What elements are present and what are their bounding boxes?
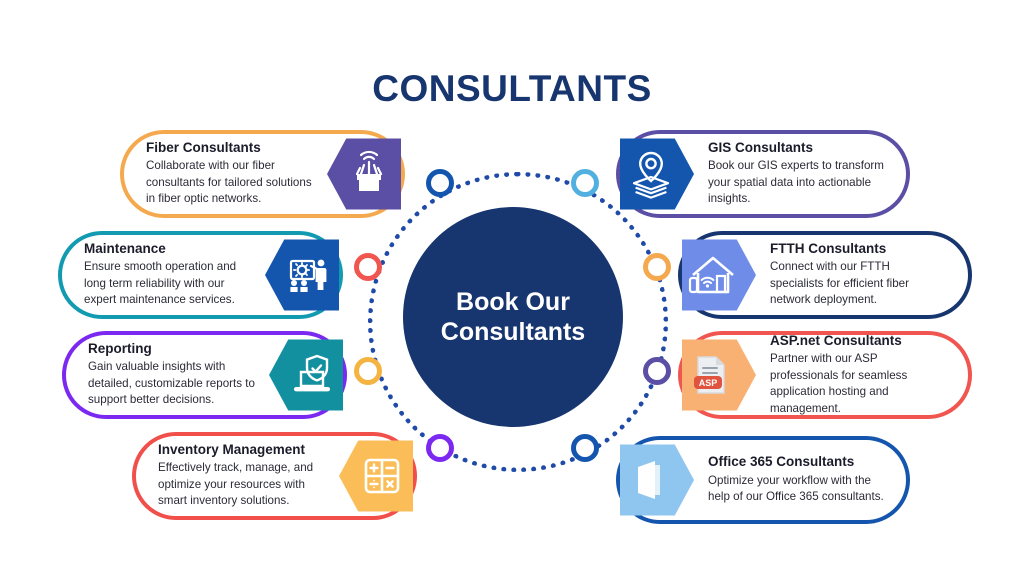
calculator-icon — [339, 439, 413, 513]
card-title: Reporting — [88, 341, 152, 357]
card-gis-consultants[interactable]: GIS Consultants Book our GIS experts to … — [616, 130, 910, 218]
hub-dotted-ring — [368, 172, 668, 472]
card-body: ASP.net Consultants Partner with our ASP… — [756, 333, 968, 417]
card-description: Effectively track, manage, and optimize … — [158, 461, 314, 508]
fiber-optic-glyph — [355, 150, 383, 191]
ring-lower-left — [354, 357, 382, 385]
card-description: Ensure smooth operation and long term re… — [84, 260, 237, 307]
map-pin-layers-icon — [620, 137, 694, 211]
office-door-glyph — [638, 461, 660, 499]
ring-top-right — [571, 169, 599, 197]
card-title: Inventory Management — [158, 442, 306, 458]
card-asp-net-consultants[interactable]: ASP.net Consultants Partner with our ASP… — [678, 331, 972, 419]
hub-label-line1: Book Our — [456, 287, 570, 316]
laptop-shield-report-icon — [269, 338, 343, 412]
card-title: Fiber Consultants — [146, 140, 261, 156]
center-hub: Book Our Consultants — [403, 207, 623, 427]
card-title: FTTH Consultants — [770, 241, 887, 257]
home-wifi-glyph — [688, 256, 734, 294]
home-wifi-icon — [682, 238, 756, 312]
training-presentation-glyph — [289, 259, 327, 292]
card-inventory-management[interactable]: Inventory Management Effectively track, … — [132, 432, 417, 520]
card-body: Office 365 Consultants Optimize your wor… — [694, 454, 906, 505]
ring-upper-right — [643, 253, 671, 281]
hub-label-line2: Consultants — [440, 318, 586, 346]
hub-label: Book Our Consultants — [423, 287, 603, 348]
card-description: Partner with our ASP professionals for s… — [770, 352, 908, 415]
card-title: GIS Consultants — [708, 140, 814, 156]
card-title: Maintenance — [84, 241, 166, 257]
ring-bottom-left — [426, 434, 454, 462]
card-description: Optimize your workflow with the help of … — [708, 473, 884, 504]
asp-document-icon: ASP — [682, 338, 756, 412]
card-body: FTTH Consultants Connect with our FTTH s… — [756, 241, 968, 309]
ring-lower-right — [643, 357, 671, 385]
card-description: Collaborate with our fiber consultants f… — [146, 159, 312, 206]
ring-upper-left — [354, 253, 382, 281]
card-fiber-consultants[interactable]: Fiber Consultants Collaborate with our f… — [120, 130, 405, 218]
training-presentation-icon — [265, 238, 339, 312]
card-description: Book our GIS experts to transform your s… — [708, 159, 884, 206]
card-body: Inventory Management Effectively track, … — [136, 442, 339, 510]
laptop-shield-glyph — [294, 354, 330, 392]
card-office-365-consultants[interactable]: Office 365 Consultants Optimize your wor… — [616, 436, 910, 524]
asp-badge-label: ASP — [699, 378, 718, 388]
page-title: CONSULTANTS — [372, 68, 652, 109]
card-body: Maintenance Ensure smooth operation and … — [62, 241, 265, 309]
card-reporting[interactable]: Reporting Gain valuable insights with de… — [62, 331, 347, 419]
card-body: GIS Consultants Book our GIS experts to … — [694, 140, 906, 208]
ring-top-left — [426, 169, 454, 197]
card-maintenance[interactable]: Maintenance Ensure smooth operation and … — [58, 231, 343, 319]
card-body: Fiber Consultants Collaborate with our f… — [124, 140, 327, 208]
ring-bottom-right — [571, 434, 599, 462]
fiber-optic-icon — [327, 137, 401, 211]
office-door-icon — [620, 443, 694, 517]
asp-document-glyph: ASP — [694, 356, 725, 394]
card-title: Office 365 Consultants — [708, 454, 855, 470]
card-description: Connect with our FTTH specialists for ef… — [770, 260, 909, 307]
calculator-glyph — [364, 458, 400, 494]
map-pin-layers-glyph — [632, 151, 670, 199]
card-body: Reporting Gain valuable insights with de… — [66, 341, 269, 409]
card-ftth-consultants[interactable]: FTTH Consultants Connect with our FTTH s… — [678, 231, 972, 319]
card-description: Gain valuable insights with detailed, cu… — [88, 360, 255, 407]
card-title: ASP.net Consultants — [770, 333, 902, 348]
